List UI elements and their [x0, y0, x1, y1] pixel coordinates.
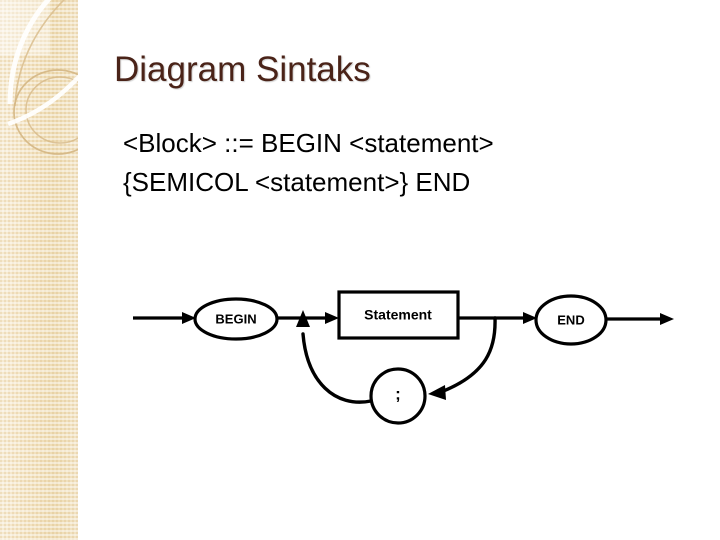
node-semicolon [369, 367, 427, 425]
node-statement [337, 290, 460, 340]
sidebar-arc-decoration [7, 0, 78, 155]
statement-arrowhead-icon [325, 312, 339, 324]
exit-arrowhead-icon [660, 313, 674, 325]
grammar-rule-text: <Block> ::= BEGIN <statement> {SEMICOL <… [123, 128, 494, 197]
loop-right-curve [439, 316, 497, 394]
loop-left-curve [301, 332, 373, 404]
loop-right-arrowhead-icon [428, 385, 446, 400]
loop-left-arrowhead-icon [296, 310, 310, 327]
node-begin-label: BEGIN [215, 311, 256, 326]
end-arrowhead-icon [523, 312, 537, 324]
node-end-label: END [557, 312, 584, 327]
node-statement-label: Statement [364, 307, 432, 323]
page-title: Diagram Sintaks [114, 50, 371, 89]
entry-arrowhead-icon [182, 312, 196, 324]
node-semicolon-label: ; [395, 384, 401, 403]
decorative-sidebar [0, 0, 78, 540]
